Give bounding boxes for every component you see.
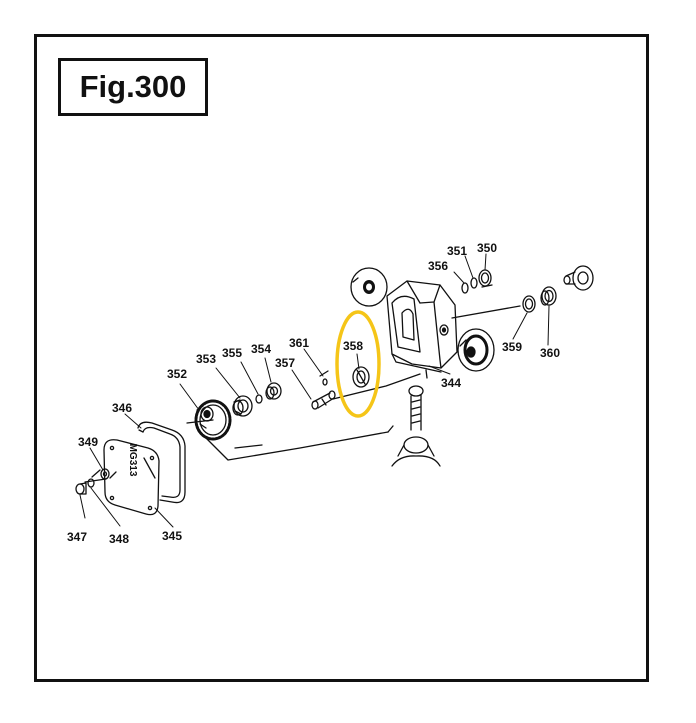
callout-358: 358: [343, 339, 363, 353]
ring-351: [470, 277, 478, 289]
pin-361: [319, 370, 329, 386]
callout-355: 355: [222, 346, 242, 360]
leader-lines: [79, 253, 550, 528]
bearing-359: [522, 295, 536, 313]
callout-356: 356: [428, 259, 448, 273]
callout-353: 353: [196, 352, 216, 366]
side-cover-disc: [457, 328, 495, 372]
callout-361: 361: [289, 336, 309, 350]
callout-359: 359: [502, 340, 522, 354]
callout-349: 349: [78, 435, 98, 449]
washer-348: [87, 478, 95, 488]
bushing-358: [352, 366, 370, 388]
screw-347: [75, 482, 87, 495]
shaft-357: [311, 390, 336, 410]
washer-355: [255, 394, 263, 404]
figure-frame: [34, 34, 649, 682]
callout-345: 345: [162, 529, 182, 543]
end-flange: [563, 265, 594, 291]
seal-356: [461, 282, 469, 294]
callout-347: 347: [67, 530, 87, 544]
bearing-354: [265, 382, 282, 400]
figure-label: Fig.300: [58, 58, 208, 116]
callout-352: 352: [167, 367, 187, 381]
top-cover-disc: [350, 267, 388, 307]
callout-357: 357: [275, 356, 295, 370]
bearing-360: [540, 286, 557, 306]
bearing-353: [232, 395, 253, 417]
cover-plate-text: MG313: [127, 444, 138, 477]
bearing-350: [478, 269, 492, 287]
callout-344: 344: [441, 376, 461, 390]
gear-352: [194, 399, 232, 441]
callout-354: 354: [251, 342, 271, 356]
callout-346: 346: [112, 401, 132, 415]
callout-351: 351: [447, 244, 467, 258]
cover-plate-345: [103, 439, 160, 516]
gear-housing-344: [386, 280, 458, 379]
highlight-ring-358: [335, 310, 381, 418]
callout-350: 350: [477, 241, 497, 255]
worm-shaft: [391, 385, 441, 467]
gasket-346: [137, 421, 186, 504]
callout-360: 360: [540, 346, 560, 360]
callout-348: 348: [109, 532, 129, 546]
